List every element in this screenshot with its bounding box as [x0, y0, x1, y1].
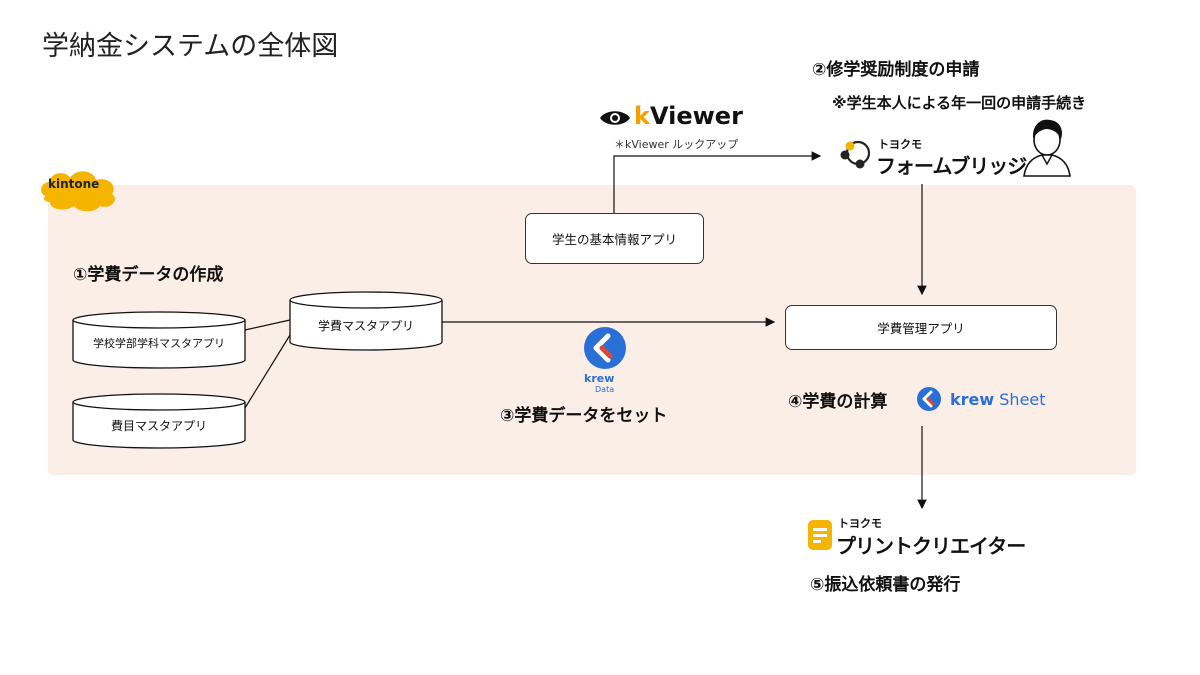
step5-title: ⑤振込依頼書の発行 — [810, 575, 961, 595]
db-school-master — [72, 311, 246, 369]
kviewer-logo-k: k — [634, 102, 650, 130]
step4-title: ④学費の計算 — [788, 392, 888, 412]
db-gakuhi-master — [289, 291, 443, 351]
kviewer-logo: kViewer — [634, 102, 743, 130]
formbridge-logo-icon — [840, 140, 871, 169]
krew-logo-icon — [584, 327, 626, 369]
krewdata-sub: Data — [595, 385, 615, 394]
step1-title: ①学費データの作成 — [73, 265, 224, 285]
formbridge-name: フォームブリッジ — [876, 154, 1027, 178]
formbridge-top: トヨクモ — [878, 138, 922, 151]
krewsheet-logo-icon — [917, 387, 941, 411]
gakuhi-kanri-box: 学費管理アプリ — [785, 305, 1057, 350]
gakuhi-master-label: 学費マスタアプリ — [317, 318, 414, 333]
kviewer-logo-rest: Viewer — [649, 102, 743, 130]
step2-note: ※学生本人による年一回の申請手続き — [832, 94, 1087, 112]
step2-title: ②修学奨励制度の申請 — [812, 60, 980, 80]
line-himoku-to-master — [244, 334, 291, 409]
student-app-box: 学生の基本情報アプリ — [525, 213, 704, 264]
printcreator-top: トヨクモ — [838, 517, 882, 530]
krewsheet-light: Sheet — [999, 390, 1046, 409]
himoku-master-label: 費目マスタアプリ — [110, 418, 207, 433]
line-school-to-master — [244, 319, 291, 331]
krewsheet-bold: krew — [950, 390, 995, 409]
kintone-label: kintone — [48, 177, 100, 191]
printcreator-logo-icon — [808, 520, 832, 550]
page-title: 学納金システムの全体図 — [42, 31, 339, 62]
printcreator-name: プリントクリエイター — [836, 534, 1026, 558]
krewdata-name: krew — [584, 372, 615, 385]
arrow-student-to-formbridge — [613, 151, 822, 213]
gakuhi-kanri-label: 学費管理アプリ — [877, 321, 965, 336]
db-himoku-master — [72, 393, 246, 449]
step3-title: ③学費データをセット — [500, 406, 668, 426]
eye-icon — [600, 111, 630, 125]
person-icon — [1023, 119, 1071, 177]
kviewer-note: ＊kViewer ルックアップ — [614, 138, 739, 151]
kintone-cloud-icon — [41, 171, 115, 212]
student-app-label: 学生の基本情報アプリ — [551, 232, 677, 247]
school-master-label: 学校学部学科マスタアプリ — [93, 337, 225, 350]
krewsheet-wordmark: krew Sheet — [950, 390, 1046, 409]
